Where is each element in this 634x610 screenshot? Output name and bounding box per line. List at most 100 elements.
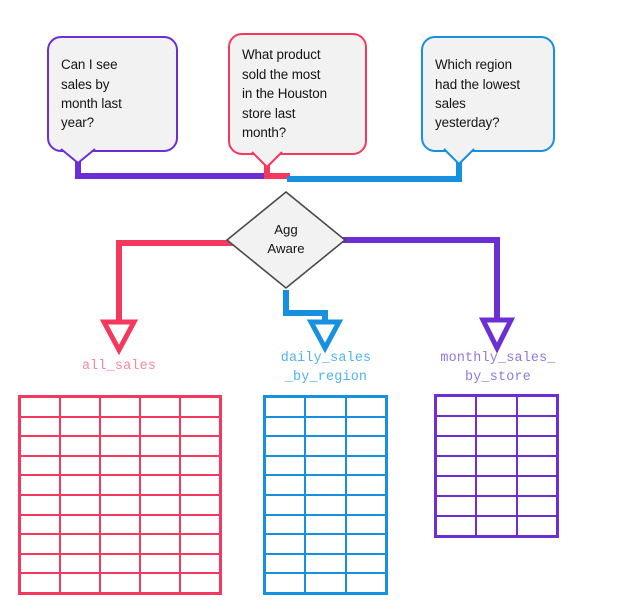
table-cell (21, 535, 59, 553)
table-cell (141, 496, 179, 514)
table-cell (21, 476, 59, 494)
table-cell (517, 517, 556, 535)
table-caption-daily-sales: daily_sales _by_region (280, 351, 372, 385)
table-cell (477, 417, 516, 435)
table-monthly-sales-by-store[interactable] (434, 394, 559, 538)
table-cell (346, 398, 385, 416)
table-cell (517, 437, 556, 455)
wire-purple-out (337, 237, 500, 320)
table-cell (266, 456, 305, 475)
arrow-purple (478, 317, 516, 354)
table-cell (181, 515, 219, 534)
table-cell (61, 437, 99, 455)
table-cell (101, 417, 139, 436)
table-cell (101, 574, 139, 592)
table-cell (306, 398, 345, 416)
table-cell (266, 476, 305, 494)
question-bubble-monthly-text: Can I see sales by month last year? (61, 57, 122, 131)
table-cell (21, 574, 59, 592)
table-cell (306, 515, 345, 534)
table-cell (266, 417, 305, 436)
table-cell (181, 554, 219, 573)
table-cell (181, 456, 219, 475)
table-cell (141, 476, 179, 494)
table-cell (477, 437, 516, 455)
table-cell (477, 517, 516, 535)
bubble-tail-blue (443, 148, 475, 165)
table-cell (101, 398, 139, 416)
table-cell (346, 437, 385, 455)
table-cell (477, 457, 516, 475)
bubble-tail-purple (60, 148, 96, 164)
table-cell (101, 515, 139, 534)
table-caption-monthly-sales: monthly_sales_ by_store (440, 351, 556, 385)
table-cell (141, 437, 179, 455)
table-cell (266, 398, 305, 416)
table-cell (21, 515, 59, 534)
table-cell (346, 554, 385, 573)
table-cell (61, 398, 99, 416)
table-cell (181, 476, 219, 494)
question-bubble-region-text: Which region had the lowest sales yester… (435, 57, 520, 131)
table-cell (477, 477, 516, 495)
arrow-pink (99, 319, 139, 356)
question-bubble-monthly[interactable]: Can I see sales by month last year? (47, 36, 178, 152)
table-cell (346, 476, 385, 494)
table-cell (181, 574, 219, 592)
table-cell (477, 497, 516, 515)
table-cell (61, 515, 99, 534)
table-cell (346, 574, 385, 592)
table-cell (101, 456, 139, 475)
table-cell (306, 574, 345, 592)
table-cell (101, 437, 139, 455)
question-bubble-product-text: What product sold the most in the Housto… (242, 47, 327, 141)
table-cell (437, 477, 476, 495)
table-cell (437, 497, 476, 515)
table-cell (101, 554, 139, 573)
table-cell (141, 417, 179, 436)
agg-aware-node[interactable]: Agg Aware (225, 190, 347, 290)
table-cell (306, 535, 345, 553)
wire-pink-out (116, 240, 235, 322)
table-cell (21, 398, 59, 416)
table-cell (21, 417, 59, 436)
table-cell (306, 437, 345, 455)
table-cell (61, 456, 99, 475)
arrow-blue (306, 319, 344, 354)
table-cell (306, 496, 345, 514)
table-cell (517, 457, 556, 475)
table-cell (181, 535, 219, 553)
table-cell (141, 535, 179, 553)
question-bubble-region[interactable]: Which region had the lowest sales yester… (421, 36, 555, 152)
table-daily-sales-by-region[interactable] (263, 395, 388, 595)
table-cell (266, 554, 305, 573)
table-cell (181, 417, 219, 436)
table-cell (437, 457, 476, 475)
table-cell (346, 515, 385, 534)
bubble-tail-pink (251, 151, 283, 168)
table-cell (181, 398, 219, 416)
table-cell (437, 417, 476, 435)
table-cell (21, 437, 59, 455)
table-cell (346, 496, 385, 514)
table-cell (437, 437, 476, 455)
table-cell (141, 398, 179, 416)
table-cell (181, 437, 219, 455)
table-cell (61, 417, 99, 436)
table-cell (306, 554, 345, 573)
table-cell (517, 397, 556, 415)
table-cell (346, 417, 385, 436)
table-cell (306, 456, 345, 475)
agg-aware-label: Agg Aware (267, 222, 305, 256)
table-cell (437, 397, 476, 415)
table-cell (181, 496, 219, 514)
table-cell (61, 535, 99, 553)
table-all-sales[interactable] (18, 395, 222, 595)
table-caption-all-sales: all_sales (81, 359, 157, 374)
table-cell (266, 515, 305, 534)
table-cell (517, 417, 556, 435)
table-cell (101, 496, 139, 514)
table-cell (101, 535, 139, 553)
question-bubble-product[interactable]: What product sold the most in the Housto… (228, 33, 367, 155)
table-cell (306, 417, 345, 436)
